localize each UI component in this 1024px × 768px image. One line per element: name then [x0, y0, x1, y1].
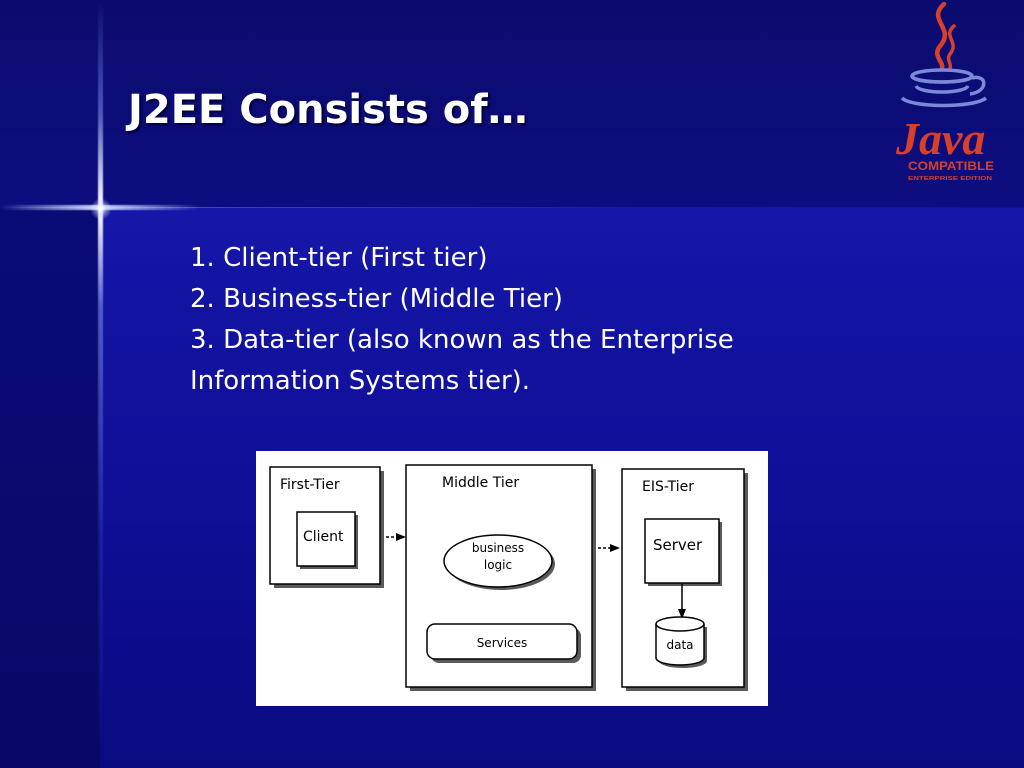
horizontal-rule	[0, 207, 1024, 208]
bullet-list: 1. Client-tier (First tier) 2. Business-…	[190, 238, 890, 402]
slide-title: J2EE Consists of…	[128, 87, 528, 133]
first-tier-label: First-Tier	[280, 477, 340, 493]
java-coffee-cup-icon	[900, 2, 988, 108]
lens-flare-vertical	[98, 0, 103, 768]
compatible-badge: COMPATIBLE	[908, 159, 994, 173]
middle-tier-label: Middle Tier	[442, 475, 519, 491]
eis-tier-box: EIS-Tier Server data	[621, 468, 748, 691]
server-box	[644, 518, 720, 584]
data-label: data	[666, 638, 693, 652]
middle-tier-box: Middle Tier business logic Services	[405, 464, 596, 691]
architecture-diagram: First-Tier Client Middle Tier business l…	[256, 451, 768, 706]
server-label: Server	[653, 536, 703, 554]
lens-flare-core	[90, 198, 112, 220]
data-cylinder: data	[655, 616, 707, 668]
java-wordmark: Java	[895, 113, 985, 164]
client-box	[296, 511, 356, 567]
client-label: Client	[303, 529, 344, 545]
bullet-item: 3. Data-tier (also known as the Enterpri…	[190, 325, 734, 355]
services-box	[426, 623, 578, 660]
business-logic-ellipse	[443, 534, 553, 588]
bullet-item: Information Systems tier).	[190, 366, 531, 396]
first-tier-box: First-Tier Client	[269, 466, 384, 588]
arrow-first-to-middle	[386, 533, 406, 541]
left-strip	[0, 208, 100, 768]
bullet-item: 2. Business-tier (Middle Tier)	[190, 284, 563, 314]
arrow-middle-to-eis	[598, 544, 620, 552]
java-compatible-logo: Java COMPATIBLE ENTERPRISE EDITION	[895, 2, 994, 182]
business-logic-line1: business	[472, 541, 524, 555]
header-band	[0, 0, 1024, 208]
business-logic-line2: logic	[484, 558, 512, 572]
logo-tagline: ENTERPRISE EDITION	[908, 176, 992, 182]
bullet-item: 1. Client-tier (First tier)	[190, 243, 488, 273]
eis-tier-label: EIS-Tier	[642, 479, 694, 495]
services-label: Services	[477, 636, 528, 650]
